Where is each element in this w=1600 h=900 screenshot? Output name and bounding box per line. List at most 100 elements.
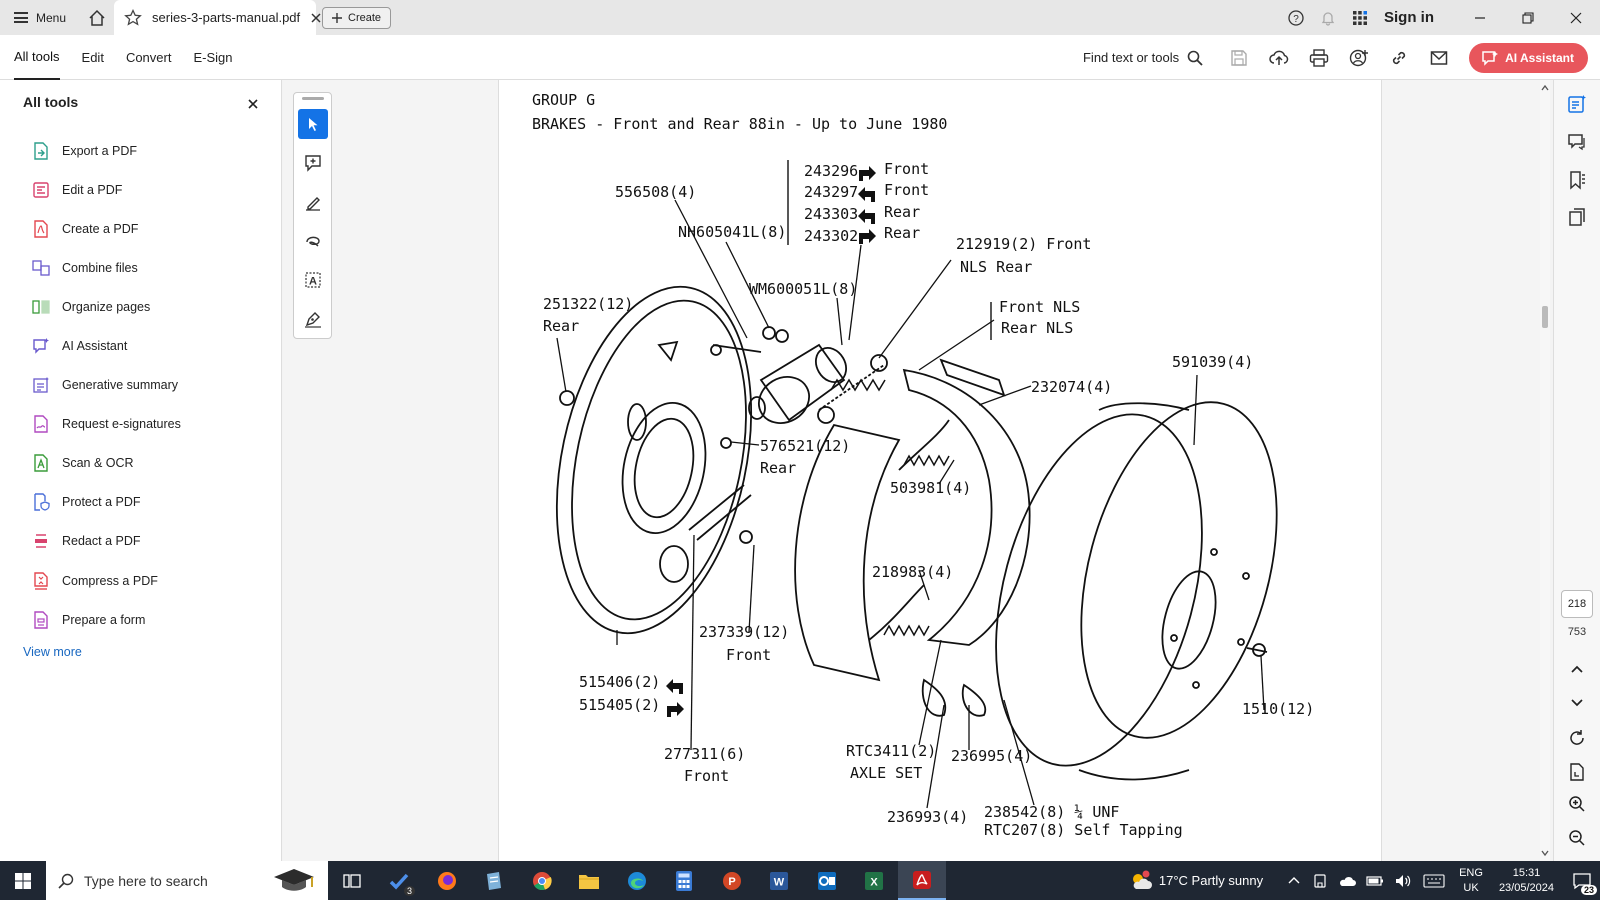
svg-text:P: P (728, 876, 735, 888)
pages-panel-button[interactable] (1565, 205, 1589, 229)
volume-icon[interactable] (1394, 873, 1412, 889)
chevron-up-icon[interactable] (1287, 874, 1301, 888)
scroll-thumb[interactable] (1542, 306, 1548, 328)
vertical-scrollbar[interactable] (1540, 80, 1550, 861)
ai-assistant-button[interactable]: AI Assistant (1469, 42, 1588, 73)
ai-assistant-icon (33, 338, 49, 354)
close-window-button[interactable] (1552, 0, 1600, 35)
part-label: Front NLS (999, 298, 1080, 316)
tool-request-esignatures[interactable]: Request e-signatures (32, 405, 181, 444)
close-tab-icon[interactable] (310, 12, 322, 24)
tab-all-tools[interactable]: All tools (14, 35, 60, 80)
tool-edit-pdf[interactable]: Edit a PDF (32, 170, 181, 209)
help-button[interactable]: ? (1280, 0, 1312, 35)
scan-ocr-icon (34, 454, 48, 472)
todo-app[interactable]: 3 (376, 861, 424, 900)
input-language[interactable]: ENG UK (1459, 866, 1483, 896)
brake-drum-drawing (995, 401, 1278, 781)
sign-in-button[interactable]: Sign in (1384, 9, 1434, 26)
tool-redact-pdf[interactable]: Redact a PDF (32, 522, 181, 561)
tab-edit[interactable]: Edit (81, 50, 104, 65)
notification-center-button[interactable]: 23 (1564, 861, 1600, 900)
page-number-input[interactable]: 218 (1561, 590, 1593, 618)
copy-link-button[interactable] (1381, 40, 1417, 76)
minimize-button[interactable] (1456, 0, 1504, 35)
draw-tool[interactable] (298, 226, 328, 256)
tool-export-pdf[interactable]: Export a PDF (32, 131, 181, 170)
scroll-up-icon[interactable] (1540, 83, 1550, 93)
email-button[interactable] (1421, 40, 1457, 76)
mail-icon (1430, 50, 1448, 65)
onedrive-cloud-icon[interactable] (1338, 874, 1357, 888)
weather-widget[interactable]: 17°C Partly sunny (1129, 870, 1263, 892)
zoom-out-button[interactable] (1565, 826, 1589, 850)
find-label: Find text or tools (1082, 50, 1180, 65)
home-button[interactable] (80, 0, 114, 35)
calculator-app[interactable] (661, 861, 709, 900)
acrobat-app[interactable] (898, 861, 946, 900)
close-panel-button[interactable] (246, 97, 260, 111)
start-button[interactable] (0, 861, 46, 900)
tab-convert[interactable]: Convert (125, 50, 172, 65)
save-button[interactable] (1221, 40, 1257, 76)
tool-compress-pdf[interactable]: Compress a PDF (32, 561, 181, 600)
task-view-button[interactable] (328, 861, 376, 900)
bookmarks-panel-button[interactable] (1565, 168, 1589, 192)
meet-now-icon[interactable] (1312, 873, 1328, 889)
search-icon (58, 873, 74, 889)
excel-app[interactable]: X (851, 861, 899, 900)
share-person-button[interactable] (1341, 40, 1377, 76)
rotate-button[interactable] (1565, 726, 1589, 750)
tool-label: Organize pages (62, 299, 151, 314)
notepad-app[interactable] (471, 861, 519, 900)
zoom-in-button[interactable] (1565, 792, 1589, 816)
drag-handle[interactable] (302, 97, 324, 100)
upload-cloud-button[interactable] (1261, 40, 1297, 76)
ai-summary-panel-button[interactable] (1565, 92, 1589, 116)
print-button[interactable] (1301, 40, 1337, 76)
sign-tool[interactable] (298, 304, 328, 334)
add-text-tool[interactable]: A (298, 265, 328, 295)
highlight-tool[interactable] (298, 187, 328, 217)
scroll-down-icon[interactable] (1540, 848, 1550, 858)
comments-panel-button[interactable] (1565, 130, 1589, 154)
tool-organize-pages[interactable]: Organize pages (32, 287, 181, 326)
menu-button[interactable]: Menu (0, 0, 80, 35)
powerpoint-app[interactable]: P (708, 861, 756, 900)
tool-ai-assistant[interactable]: AI Assistant (32, 326, 181, 365)
page-fit-button[interactable] (1565, 760, 1589, 784)
part-label: 515405(2) (579, 696, 660, 714)
word-app[interactable]: W (756, 861, 804, 900)
previous-page-button[interactable] (1565, 658, 1589, 682)
taskbar-search-box[interactable]: Type here to search (46, 861, 328, 900)
notifications-button[interactable] (1312, 0, 1344, 35)
chrome-app[interactable] (518, 861, 566, 900)
apps-button[interactable] (1344, 0, 1376, 35)
tab-e-sign[interactable]: E-Sign (193, 50, 233, 65)
outlook-app[interactable] (803, 861, 851, 900)
todo-check-icon (390, 873, 409, 890)
system-tray: 17°C Partly sunny ENG UK 15:31 23/05/202… (1129, 861, 1600, 900)
find-text-tools[interactable]: Find text or tools (1083, 50, 1203, 66)
battery-icon[interactable] (1366, 874, 1384, 888)
next-page-button[interactable] (1565, 690, 1589, 714)
tool-label: Protect a PDF (62, 495, 141, 510)
view-more-link[interactable]: View more (23, 645, 82, 659)
file-explorer-app[interactable] (566, 861, 614, 900)
edge-app[interactable] (613, 861, 661, 900)
add-comment-tool[interactable] (298, 148, 328, 178)
tool-prepare-form[interactable]: Prepare a form (32, 600, 181, 639)
restore-button[interactable] (1504, 0, 1552, 35)
star-icon[interactable] (124, 8, 142, 27)
tool-scan-ocr[interactable]: Scan & OCR (32, 444, 181, 483)
create-button[interactable]: Create (322, 6, 392, 29)
tool-generative-summary[interactable]: Generative summary (32, 366, 181, 405)
keyboard-icon[interactable] (1423, 873, 1445, 888)
clock[interactable]: 15:31 23/05/2024 (1499, 866, 1554, 896)
firefox-app[interactable] (423, 861, 471, 900)
document-tab[interactable]: series-3-parts-manual.pdf (114, 0, 321, 35)
tool-combine-files[interactable]: Combine files (32, 248, 181, 287)
select-tool[interactable] (298, 109, 328, 139)
tool-create-pdf[interactable]: Create a PDF (32, 209, 181, 248)
tool-protect-pdf[interactable]: Protect a PDF (32, 483, 181, 522)
